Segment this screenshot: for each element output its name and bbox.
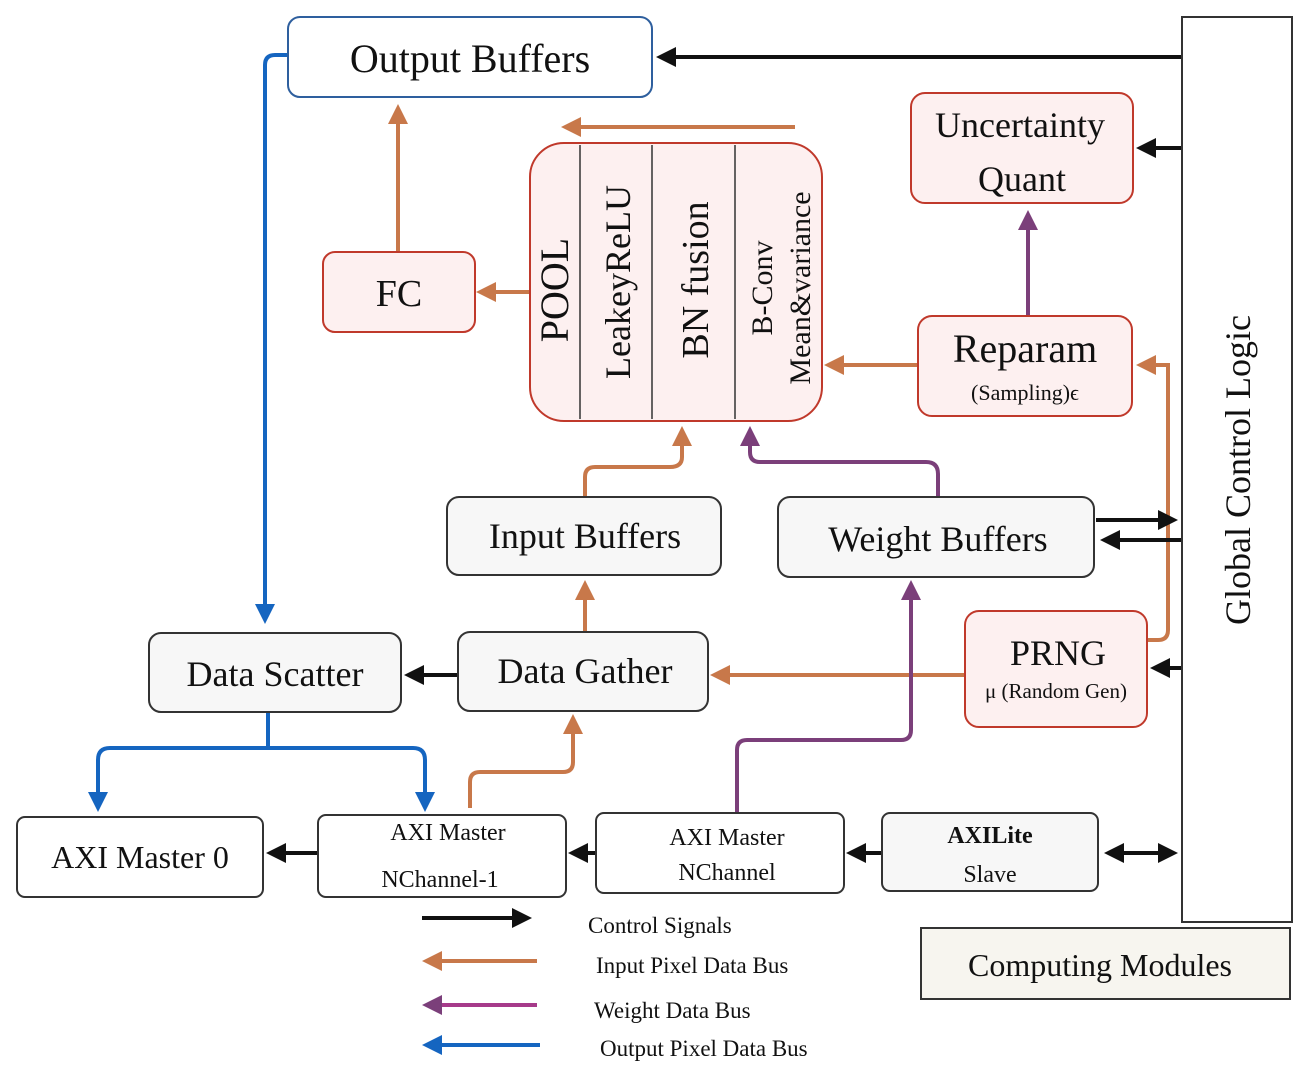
prng-block: PRNG μ (Random Gen) [964,610,1148,728]
prng-sub-label: μ (Random Gen) [985,679,1127,703]
axi-nch1-label-line2: NChannel-1 [381,867,498,893]
output-bus-scatter-right [268,746,435,812]
data-gather-label: Data Gather [498,651,673,691]
axi-nch-label-line1: AXI Master [669,825,784,851]
weight-bus-axi-to-weightbuf [735,580,921,813]
reparam-sub-label: (Sampling)ϵ [971,380,1079,405]
axi-master-nchannel-block: AXI Master NChannel [595,812,845,894]
input-bus-prng-to-reparam [1136,355,1170,642]
legend-input-label: Input Pixel Data Bus [596,953,788,978]
legend-item-output: Output Pixel Data Bus [422,1035,808,1061]
computing-modules-label: Computing Modules [968,947,1232,983]
weight-buffers-block: Weight Buffers [777,496,1095,578]
data-scatter-label: Data Scatter [187,654,364,694]
fc-label: FC [376,273,422,315]
legend-output-label: Output Pixel Data Bus [600,1036,808,1061]
uncertainty-label-line1: Uncertainty [935,105,1105,145]
global-control-label: Global Control Logic [1218,315,1258,625]
input-bus-axi-to-gather [468,714,583,808]
output-bus-scatter-split [88,712,270,812]
axi-nch1-label-line1: AXI Master [390,820,505,846]
data-scatter-block: Data Scatter [148,632,402,713]
axi-nch-label-line2: NChannel [678,860,776,886]
reparam-block: Reparam (Sampling)ϵ [917,315,1133,417]
axilite-slave-block: AXILite Slave [881,812,1099,892]
output-buffers-block: Output Buffers [287,16,653,98]
legend-item-input: Input Pixel Data Bus [422,951,788,978]
output-buffers-label: Output Buffers [350,36,590,81]
output-bus-to-scatter [255,53,290,624]
data-gather-block: Data Gather [457,631,709,712]
uncertainty-quant-block: Uncertainty Quant [910,92,1134,204]
legend-control-label: Control Signals [588,913,732,938]
leakyrelu-label: LeakeyReLU [598,185,638,379]
bn-fusion-label: BN fusion [675,201,717,358]
compute-core-block: POOL LeakeyReLU BN fusion B-Conv Mean&va… [529,142,823,422]
input-bus-inbuf-to-core [583,426,692,497]
fc-block: FC [322,251,476,333]
axilite-label-line2: Slave [963,862,1016,888]
bconv-label-line2: Mean&variance [784,191,817,384]
legend-item-control: Control Signals [422,908,732,938]
axi-master-0-block: AXI Master 0 [16,816,264,898]
computing-modules-block: Computing Modules [920,927,1291,1000]
axi-master-0-label: AXI Master 0 [51,839,229,875]
legend-item-weight: Weight Data Bus [422,995,751,1023]
legend-weight-label: Weight Data Bus [594,998,751,1023]
input-buffers-block: Input Buffers [446,496,722,576]
axi-master-nchannel-1-block: AXI Master NChannel-1 [317,814,567,898]
weight-bus-to-bconv [740,426,940,497]
prng-label: PRNG [1010,633,1106,673]
input-buffers-label: Input Buffers [489,516,681,556]
uncertainty-label-line2: Quant [978,159,1066,199]
reparam-label: Reparam [953,326,1097,371]
weight-buffers-label: Weight Buffers [828,519,1047,559]
pool-label: POOL [532,238,577,342]
bconv-label-line1: B-Conv [746,240,779,335]
global-control-logic-block: Global Control Logic [1181,16,1293,923]
legend: Control Signals Input Pixel Data Bus Wei… [422,908,808,1061]
axilite-label-line1: AXILite [947,823,1033,849]
